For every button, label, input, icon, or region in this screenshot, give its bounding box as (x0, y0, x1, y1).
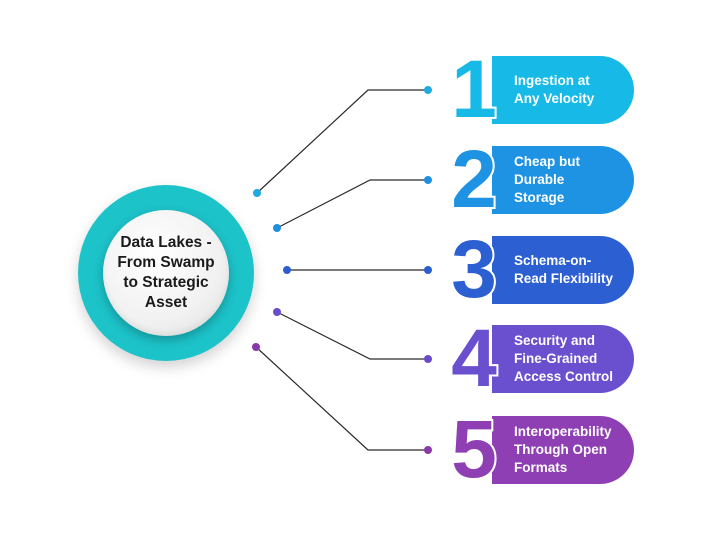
hub-circle: Data Lakes - From Swamp to Strategic Ass… (103, 210, 229, 336)
connector-line-1 (256, 89, 428, 194)
connector-dot-hub-4 (273, 308, 281, 316)
item-2: 2 2 Cheap but Durable Storage (440, 137, 640, 223)
item-label-5: Interoperability Through Open Formats (514, 424, 612, 475)
item-pill-1 (492, 56, 634, 124)
connector-dot-item-5 (424, 446, 432, 454)
item-number-1: 1 (451, 44, 497, 135)
connector-dot-hub-3 (283, 266, 291, 274)
item-3: 3 3 Schema-on- Read Flexibility (440, 227, 640, 313)
item-pill-2 (492, 146, 634, 214)
item-number-outline-2: 2 (449, 134, 499, 225)
item-label-1: Ingestion at Any Velocity (514, 73, 595, 106)
item-4: 4 4 Security and Fine-Grained Access Con… (440, 316, 640, 402)
connector-line-5 (255, 346, 428, 451)
item-number-3: 3 (451, 224, 497, 315)
item-number-2: 2 (451, 134, 497, 225)
item-number-4: 4 (451, 313, 497, 404)
connector-dot-item-2 (424, 176, 432, 184)
item-number-outline-4: 4 (449, 313, 499, 404)
connector-dot-hub-1 (253, 189, 261, 197)
connector-dot-hub-5 (252, 343, 260, 351)
item-label-4: Security and Fine-Grained Access Control (514, 333, 614, 384)
item-number-outline-1: 1 (449, 44, 499, 135)
item-number-outline-3: 3 (449, 224, 499, 315)
connector-dot-item-4 (424, 355, 432, 363)
item-5: 5 5 Interoperability Through Open Format… (440, 407, 640, 493)
item-number-outline-5: 5 (449, 404, 499, 495)
hub-title: Data Lakes - From Swamp to Strategic Ass… (117, 234, 215, 311)
connector-line-4 (276, 311, 428, 360)
item-pill-3 (492, 236, 634, 304)
connector-dot-hub-2 (273, 224, 281, 232)
item-label-3: Schema-on- Read Flexibility (514, 253, 614, 286)
connector-dot-item-3 (424, 266, 432, 274)
connector-line-2 (276, 179, 428, 229)
item-label-2: Cheap but Durable Storage (514, 154, 580, 205)
item-pill-4 (492, 325, 634, 393)
connector-dot-item-1 (424, 86, 432, 94)
item-1: 1 1 Ingestion at Any Velocity (440, 47, 640, 133)
item-number-5: 5 (451, 404, 497, 495)
item-pill-5 (492, 416, 634, 484)
